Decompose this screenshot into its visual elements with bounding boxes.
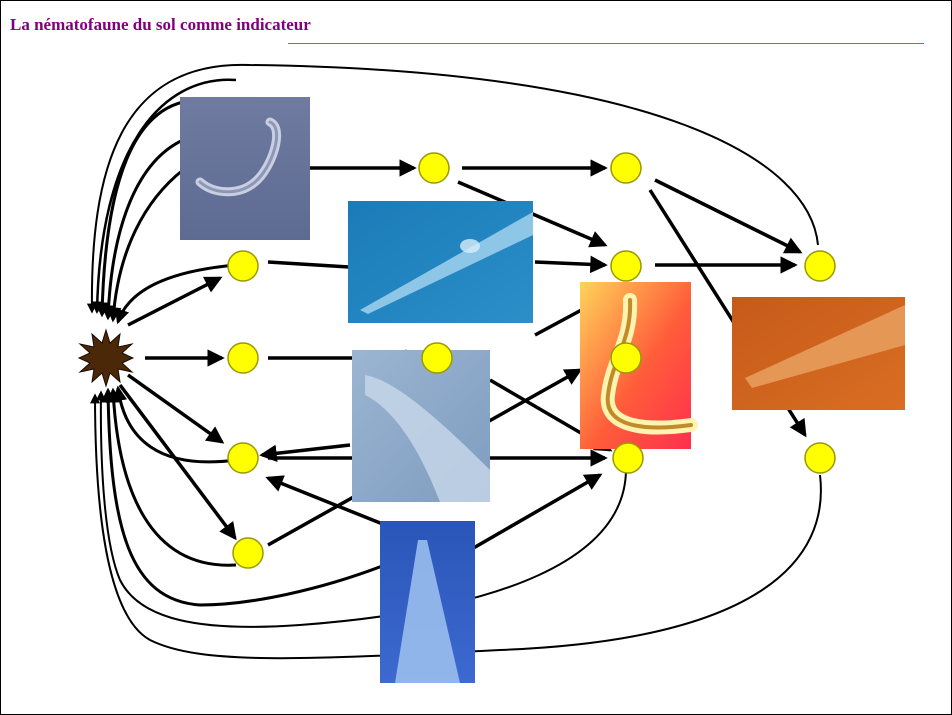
node-k xyxy=(804,442,836,474)
return-arrow xyxy=(94,100,184,318)
node-i xyxy=(227,442,259,474)
nematode-photo-blue-head xyxy=(348,201,533,323)
return-arrows-top xyxy=(86,63,819,325)
return-arrows-bottom xyxy=(90,385,822,660)
node-j xyxy=(612,442,644,474)
return-arrow xyxy=(114,263,237,325)
nematode-photo-curled xyxy=(180,97,310,240)
node-e xyxy=(804,250,836,282)
node-h xyxy=(610,342,642,374)
node-g xyxy=(421,342,453,374)
flow-arrow xyxy=(265,475,386,527)
node-f xyxy=(227,342,259,374)
nematode-photo-dark-blue xyxy=(380,521,475,683)
flow-arrow xyxy=(259,443,351,463)
return-arrow xyxy=(101,138,184,321)
node-c xyxy=(227,250,259,282)
return-arrow xyxy=(106,387,237,567)
return-arrow xyxy=(100,387,386,607)
node-b xyxy=(610,152,642,184)
flow-arrow xyxy=(654,178,803,254)
flow-arrow xyxy=(534,255,608,274)
return-arrow xyxy=(90,393,822,660)
return-arrow xyxy=(95,390,627,628)
return-arrow xyxy=(112,385,237,464)
decomposition-hub xyxy=(77,328,135,388)
slide-title: La nématofaune du sol comme indicateur xyxy=(10,15,311,34)
return-arrow xyxy=(86,63,819,314)
flow-arrow xyxy=(118,383,237,541)
flow-arrow xyxy=(126,373,225,444)
title-underline xyxy=(288,43,924,44)
nematode-photo-pale-head xyxy=(352,350,490,502)
nematode-photo-orange xyxy=(732,297,905,410)
node-d xyxy=(610,250,642,282)
flow-arrow xyxy=(127,276,223,327)
return-arrow xyxy=(106,168,184,323)
node-a xyxy=(418,152,450,184)
node-layer xyxy=(227,152,836,569)
node-l xyxy=(232,537,264,569)
flow-arrow xyxy=(469,473,603,552)
